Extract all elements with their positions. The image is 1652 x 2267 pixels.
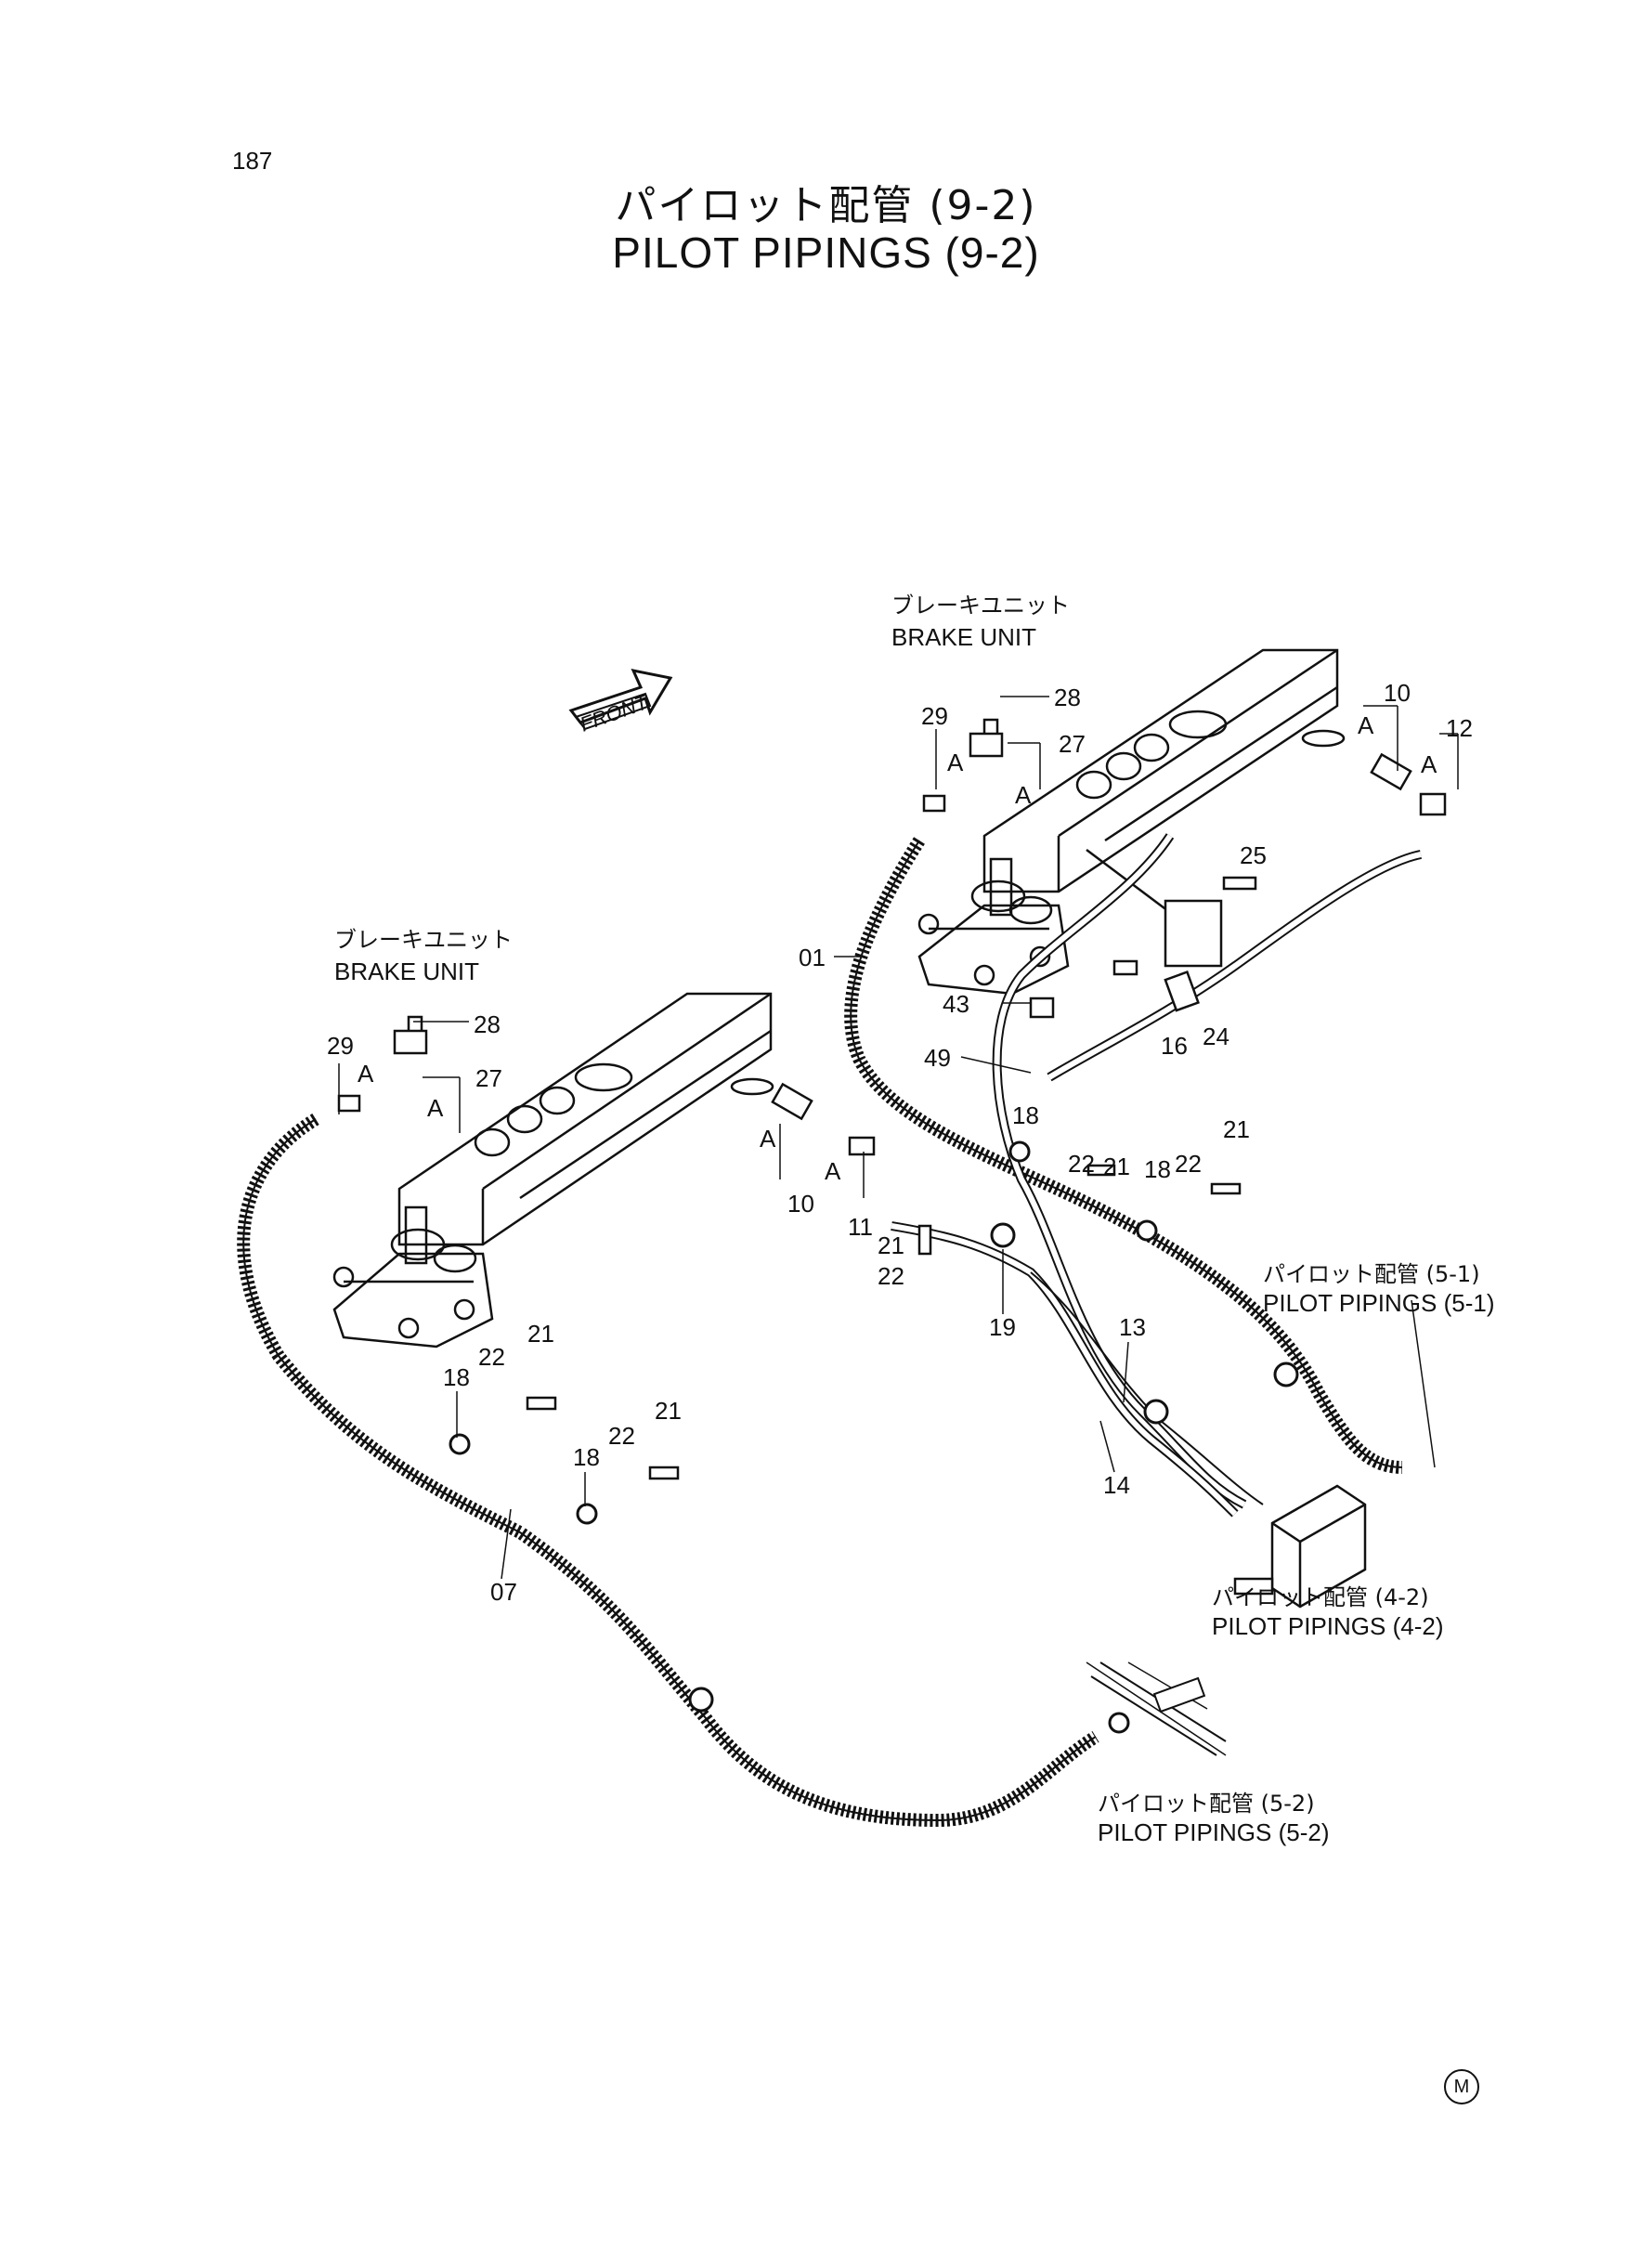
valve-block [1233,1484,1367,1609]
corner-mark: M [1444,2069,1479,2104]
callout-13: 13 [1119,1313,1146,1341]
callout-22-lower-b: 22 [608,1422,635,1450]
callout-a-right-3: A [1358,711,1374,739]
callout-28-left: 28 [474,1010,501,1038]
clamps [449,1140,1299,1734]
callout-a-left-2: A [427,1094,444,1122]
callout-10-right: 10 [1384,679,1411,707]
callout-21-center: 21 [878,1231,904,1259]
callout-12-right: 12 [1446,714,1473,742]
callout-10-left: 10 [787,1190,814,1218]
brake-unit-right [917,648,1346,996]
callout-07: 07 [490,1578,517,1606]
cut-pipe [1090,1661,1227,1756]
callout-18-lower-b: 18 [573,1443,600,1471]
callout-a-left-4: A [825,1157,841,1185]
callout-29-left: 29 [327,1032,354,1060]
ref-pilot-5-1-en: PILOT PIPINGS (5-1) [1263,1289,1494,1317]
callout-27-right: 27 [1059,730,1086,758]
callout-22-right-b: 22 [1175,1150,1202,1178]
callout-21-right-b: 21 [1223,1115,1250,1143]
brake-unit-right-jp: ブレーキユニット [891,593,1070,619]
callout-49: 49 [924,1044,951,1072]
callout-18-right-b: 18 [1144,1155,1171,1183]
fittings [337,718,1447,1156]
callout-25: 25 [1240,841,1267,869]
ref-pilot-5-2-jp: パイロット配管 (5-2) [1098,1791,1315,1817]
callout-19: 19 [989,1313,1016,1341]
page-title-japanese: パイロット配管 (9-2) [615,182,1037,229]
brake-unit-left-jp: ブレーキユニット [334,927,513,953]
callout-24: 24 [1203,1023,1229,1050]
callout-21-lower-a: 21 [527,1320,554,1348]
brake-unit-left [332,992,774,1348]
callout-16: 16 [1161,1032,1188,1060]
callout-21-right-a: 21 [1103,1153,1130,1180]
callout-01: 01 [799,944,826,971]
callout-a-right-1: A [947,749,964,776]
callout-a-left-1: A [358,1060,374,1088]
callout-a-right-2: A [1015,781,1032,809]
ref-pilot-5-1-jp: パイロット配管 (5-1) [1263,1261,1480,1287]
ref-pilot-5-2-en: PILOT PIPINGS (5-2) [1098,1818,1329,1846]
page-title-english: PILOT PIPINGS (9-2) [612,228,1040,277]
leader-lines [338,696,1459,1756]
callout-29-right: 29 [921,702,948,730]
brake-unit-right-en: BRAKE UNIT [891,623,1036,651]
front-arrow-icon: FRONT [568,668,673,736]
callout-28-right: 28 [1054,684,1081,711]
bolts [526,876,1257,1480]
callout-18-lower-a: 18 [443,1363,470,1391]
callout-22-lower-a: 22 [478,1343,505,1371]
ref-pilot-4-2-jp: パイロット配管 (4-2) [1212,1584,1429,1610]
ref-pilot-4-2-en: PILOT PIPINGS (4-2) [1212,1612,1443,1640]
callout-11: 11 [848,1213,873,1241]
callout-22-center: 22 [878,1262,904,1290]
callout-18-right-a: 18 [1012,1101,1039,1129]
callout-27-left: 27 [475,1064,502,1092]
page-number: 187 [232,147,273,175]
callout-a-left-3: A [760,1125,776,1153]
callout-a-right-4: A [1421,750,1437,778]
callout-14: 14 [1103,1471,1130,1499]
lower-leader-lines [456,1249,1129,1580]
callout-43: 43 [943,990,969,1018]
callout-21-lower-b: 21 [655,1397,682,1425]
callout-22-right-a: 22 [1068,1150,1095,1178]
brake-unit-left-en: BRAKE UNIT [334,958,479,985]
